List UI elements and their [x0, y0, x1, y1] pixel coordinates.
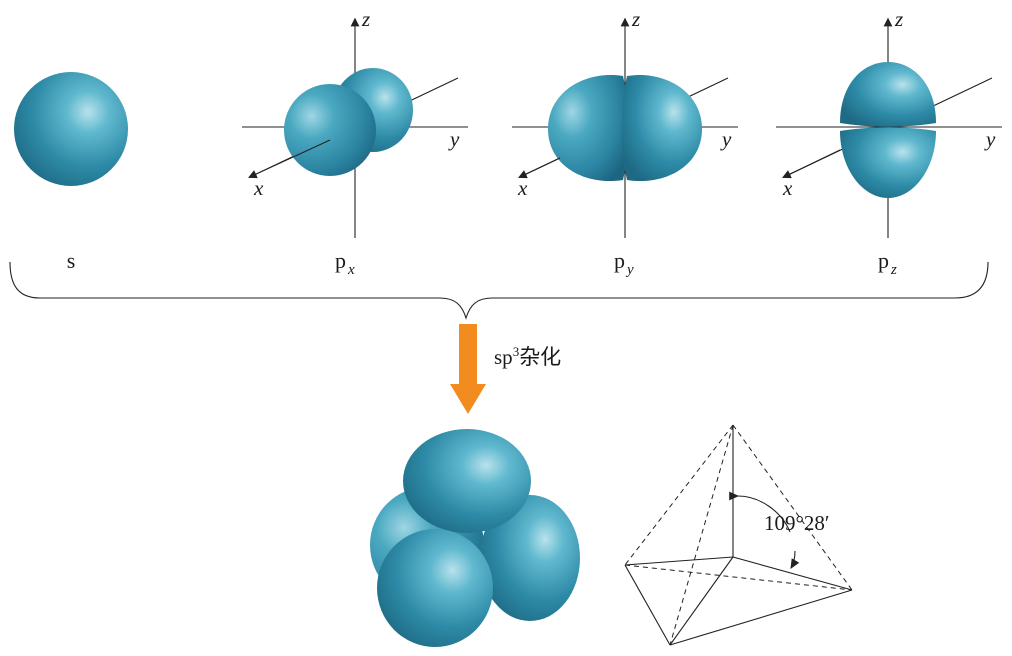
pz-z-axis-label: z [894, 7, 903, 31]
pz-x-axis-front [785, 149, 841, 177]
px-y-axis-label: y [448, 127, 460, 151]
py-x-axis-label: x [517, 176, 528, 200]
hybridization-label: sp3杂化 [494, 344, 561, 369]
pz-label-sub: z [890, 262, 897, 278]
px-x-axis-front [251, 139, 331, 177]
tetrahedron-diagram [624, 424, 853, 646]
s-orbital [14, 72, 128, 186]
py-z-axis-label: z [631, 7, 640, 31]
pz-orbital-lobes [840, 62, 936, 198]
px-orbital-lobes [284, 68, 413, 176]
py-label: p [614, 248, 625, 273]
py-x-axis-front [521, 157, 561, 177]
px-label: p [335, 248, 346, 273]
py-orbital-lobes [548, 75, 702, 182]
pz-x-axis-label: x [782, 176, 793, 200]
sp3-hybrid-orbitals [370, 429, 580, 647]
px-z-axis-label: z [361, 7, 370, 31]
px-label-sub: x [347, 262, 355, 278]
grouping-brace [9, 261, 989, 320]
s-label: s [67, 248, 76, 273]
pz-label: p [878, 248, 889, 273]
pz-y-axis-label: y [984, 127, 996, 151]
px-x-axis-label: x [253, 176, 264, 200]
py-y-axis-label: y [720, 127, 732, 151]
hybridization-arrow [450, 324, 486, 414]
py-label-sub: y [625, 262, 634, 278]
bond-angle-label: 109°28′ [764, 511, 830, 535]
